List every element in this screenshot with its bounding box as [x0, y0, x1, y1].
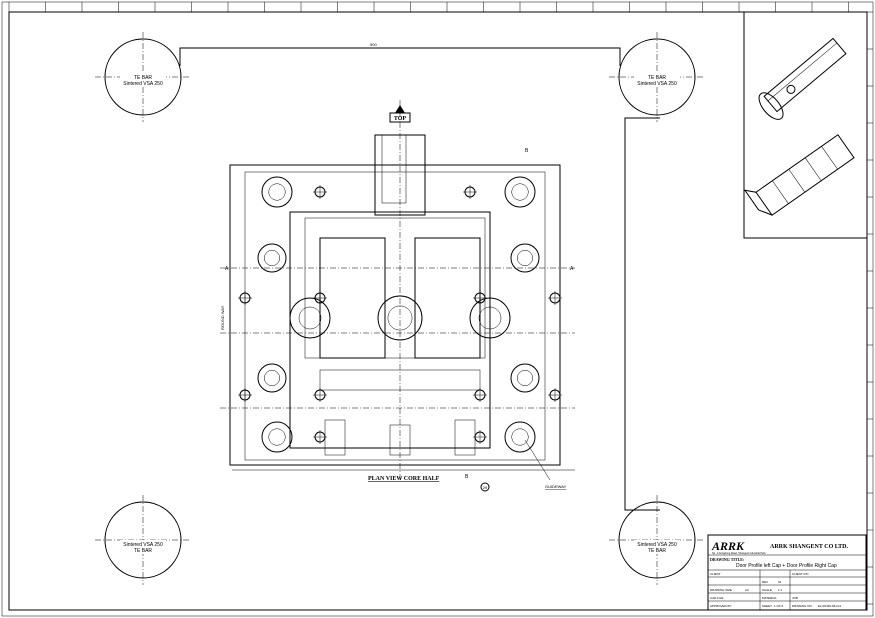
- leader-annotation: GUIDEWAY: [545, 484, 567, 489]
- material-label: TE BAR: [648, 548, 666, 554]
- screw-hole: [548, 291, 562, 305]
- part-iso-bottom: [743, 134, 855, 216]
- view-label: PLAN VIEW CORE HALF: [368, 476, 440, 482]
- company-name: ARRK SHANGENT CO LTD.: [770, 544, 849, 550]
- dimension-line-right: [624, 117, 660, 511]
- svg-text:TOP: TOP: [394, 116, 407, 122]
- screw-hole: [473, 291, 487, 305]
- arrk-logo: ARRK: [711, 539, 745, 553]
- label: APPROVED BY: [710, 604, 732, 608]
- section-mark: B: [465, 474, 469, 480]
- label: SHEET: [762, 604, 772, 608]
- top-marker: TOP: [389, 105, 411, 123]
- section-mark: A: [570, 266, 574, 272]
- label: MATERIAL: [762, 596, 777, 600]
- screw-hole: [238, 388, 252, 402]
- zone-rulers: [8, 2, 873, 605]
- bore-hole: [510, 363, 540, 393]
- screw-hole: [473, 388, 487, 402]
- label: DRAWING SIZE: [710, 588, 732, 592]
- label: DRAWING TITLE:: [710, 557, 744, 562]
- screw-hole: [473, 430, 487, 444]
- label: REV: [762, 580, 768, 584]
- drawing-size: A3: [745, 588, 749, 592]
- svg-text:500: 500: [370, 42, 377, 47]
- screw-hole: [548, 388, 562, 402]
- drawing-number: EL-00430-MH-01: [818, 604, 841, 608]
- screw-hole: [313, 185, 327, 199]
- material-label: Sintered VSA 250: [637, 81, 677, 87]
- drawing-title: Door Profile left Cap + Door Profile Rig…: [736, 563, 837, 569]
- material-label: Sintered VSA 250: [123, 81, 163, 87]
- mold-plan-view: TOP A A B B PLAN VIEW CORE HALF 29 ROUND…: [220, 100, 575, 492]
- section-mark: A: [225, 266, 229, 272]
- screw-hole: [238, 291, 252, 305]
- dimension-line-top: [179, 47, 621, 66]
- bore-hole: [469, 297, 511, 339]
- bore-hole: [377, 295, 423, 341]
- title-block: ARRK ARRK SHANGENT CO LTD. No. 1 Dongdon…: [707, 534, 867, 611]
- section-circle-top-left: TE BAR Sintered VSA 250: [95, 32, 191, 122]
- bore-hole: [257, 243, 287, 273]
- bore-hole: [261, 421, 293, 453]
- bore-hole: [504, 421, 536, 453]
- label: SCALE: [762, 588, 772, 592]
- callout-balloon: 29: [483, 485, 488, 490]
- bore-hole: [257, 363, 287, 393]
- label: DRAWING NO.: [792, 604, 813, 608]
- drawing-frame: [8, 11, 868, 611]
- material-label: Sintered VSA 250: [637, 542, 677, 548]
- section-circle-bottom-left: Sintered VSA 250 TE BAR: [95, 495, 191, 585]
- material-label: Sintered VSA 250: [123, 542, 163, 548]
- scale: 1:1: [778, 588, 783, 592]
- part-iso-top: [758, 37, 847, 120]
- bore-hole: [504, 176, 536, 208]
- material-label: TE BAR: [134, 75, 152, 81]
- screw-hole: [313, 430, 327, 444]
- label: JOB: [792, 596, 798, 600]
- company-address: No. 1 Dongdong Road, Shangent Industrial…: [712, 552, 766, 555]
- screw-hole: [313, 388, 327, 402]
- label: CAD FILE: [710, 596, 724, 600]
- label: CLIENT: [710, 572, 721, 576]
- section-mark: B: [525, 148, 529, 154]
- side-label: ROUND WAY: [220, 305, 225, 330]
- bore-hole: [261, 176, 293, 208]
- bore-hole: [510, 243, 540, 273]
- section-circle-bottom-right: Sintered VSA 250 TE BAR: [609, 495, 705, 585]
- label: CLIENT P/N: [792, 572, 808, 576]
- section-circle-top-right: TE BAR Sintered VSA 250: [609, 32, 705, 122]
- screw-hole: [313, 291, 327, 305]
- revision: 01: [778, 580, 782, 584]
- bore-hole: [289, 297, 331, 339]
- screw-hole: [463, 185, 477, 199]
- sheet-number: 1 OF 6: [774, 604, 784, 608]
- isometric-view-panel: [743, 12, 867, 239]
- material-label: TE BAR: [648, 75, 666, 81]
- material-label: TE BAR: [134, 548, 152, 554]
